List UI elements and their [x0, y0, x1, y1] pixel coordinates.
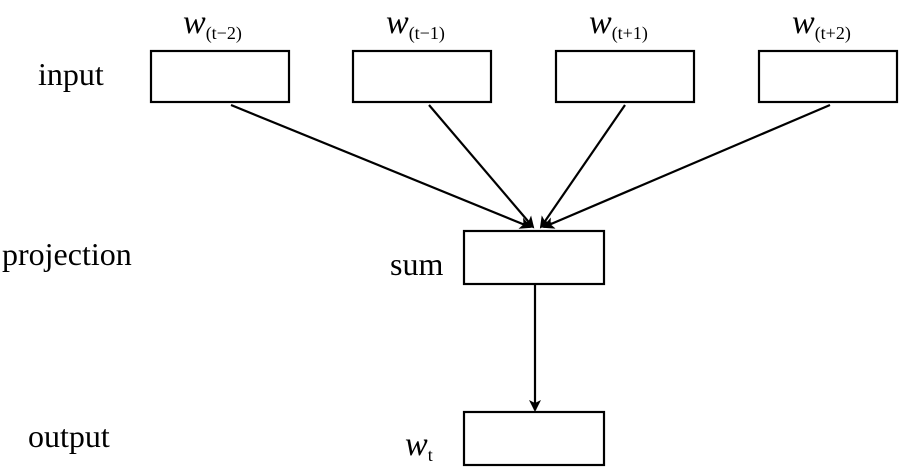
projection-sum-label: sum	[390, 246, 443, 282]
input-arrow-4	[542, 103, 831, 229]
output-word-label: wt	[405, 426, 433, 465]
input-word-label-2: w(t−1)	[386, 4, 445, 44]
input-arrow-3	[539, 104, 626, 229]
input-arrow-2	[428, 104, 535, 229]
projection-box	[462, 229, 606, 286]
output-box	[462, 410, 606, 467]
input-word-label-1: w(t−2)	[183, 4, 242, 44]
layer-label-output: output	[28, 418, 110, 454]
input-box-1	[149, 49, 291, 104]
input-word-label-4: w(t+2)	[792, 4, 851, 44]
input-box-3	[554, 49, 696, 104]
layer-label-input: input	[38, 56, 104, 92]
input-arrow-1	[230, 103, 532, 229]
input-word-label-3: w(t+1)	[589, 4, 648, 44]
input-box-2	[351, 49, 493, 104]
input-box-4	[757, 49, 899, 104]
layer-label-projection: projection	[2, 236, 132, 272]
